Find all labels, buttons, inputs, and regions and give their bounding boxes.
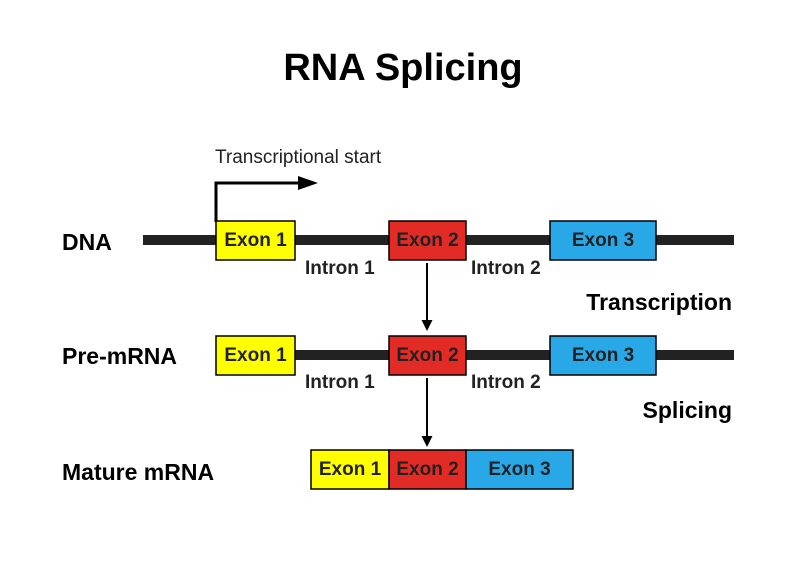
dna-exon-2: Exon 2: [388, 220, 467, 261]
transcription-arrow: [421, 263, 433, 331]
row-label-pre-mrna: Pre-mRNA: [62, 343, 177, 369]
pre-mrna-exon-1-label: Exon 1: [224, 345, 287, 366]
mature-mrna-exon-1-label: Exon 1: [319, 459, 382, 480]
pre-mrna-intron-2-label: Intron 2: [471, 372, 541, 393]
row-label-mature-mrna: Mature mRNA: [62, 459, 214, 485]
transcription-step-label: Transcription: [586, 289, 732, 315]
mature-mrna-exon-2: Exon 2: [388, 449, 467, 490]
dna-exon-3-label: Exon 3: [572, 230, 634, 251]
pre-mrna-exon-1: Exon 1: [215, 335, 296, 376]
splicing-step-label: Splicing: [643, 397, 732, 423]
mature-mrna-exon-3: Exon 3: [465, 449, 574, 490]
pre-mrna-exon-2: Exon 2: [388, 335, 467, 376]
dna-intron-1-label: Intron 1: [305, 258, 375, 279]
dna-intron-2-label: Intron 2: [471, 258, 541, 279]
transcriptional-start-label: Transcriptional start: [215, 147, 382, 168]
mature-mrna-exon-1: Exon 1: [310, 449, 390, 490]
mature-mrna-exon-2-label: Exon 2: [396, 459, 458, 480]
pre-mrna-intron-1-label: Intron 1: [305, 372, 375, 393]
pre-mrna-exon-3-label: Exon 3: [572, 345, 634, 366]
pre-mrna-exon-2-label: Exon 2: [396, 345, 458, 366]
mature-mrna-exon-3-label: Exon 3: [488, 459, 550, 480]
diagram-title: RNA Splicing: [283, 47, 522, 89]
transcriptional-start-arrow: [214, 176, 318, 222]
row-label-dna: DNA: [62, 229, 112, 255]
dna-exon-3: Exon 3: [549, 220, 657, 261]
pre-mrna-exon-3: Exon 3: [549, 335, 657, 376]
splicing-arrow: [421, 378, 433, 447]
dna-exon-1: Exon 1: [215, 220, 296, 261]
dna-exon-2-label: Exon 2: [396, 230, 458, 251]
pre-mrna-strand: [295, 350, 734, 360]
dna-exon-1-label: Exon 1: [224, 230, 287, 251]
